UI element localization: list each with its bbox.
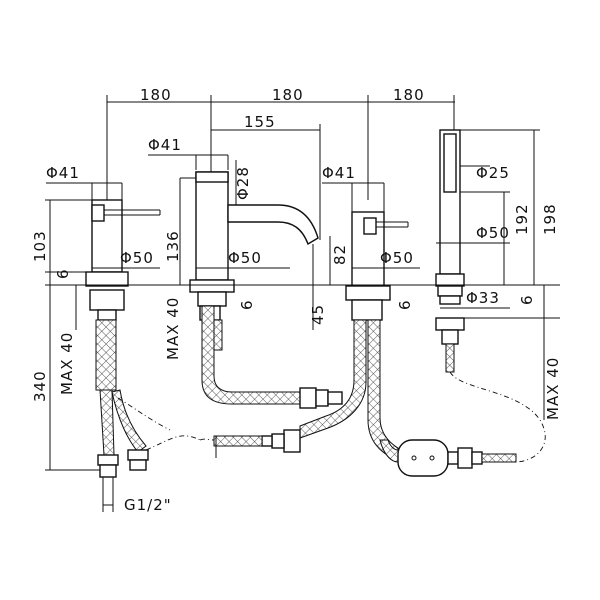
left-vertical-dimensions: 103 6 340 MAX 40 (31, 199, 100, 471)
dim-192: 192 (513, 203, 531, 235)
dim-6-shower: 6 (518, 294, 536, 305)
hand-shower: Φ25 192 198 Φ50 Φ33 6 MAX 40 (379, 129, 562, 477)
dim-82: 82 (331, 244, 349, 265)
dim-g12: G1/2" (124, 496, 172, 514)
dim-phi50-shower: Φ50 (476, 224, 510, 242)
dim-6-left: 6 (54, 268, 72, 279)
dim-phi41-left: Φ41 (46, 164, 80, 182)
dim-340: 340 (31, 370, 49, 402)
dim-phi50-center: Φ50 (228, 249, 262, 267)
left-mixer: Φ41 G1/2" Φ50 (46, 164, 201, 514)
dim-6-center: 6 (238, 299, 256, 310)
right-mixer: Φ41 Φ50 6 (199, 164, 420, 461)
dim-phi28: Φ28 (234, 166, 252, 200)
dim-max40-right: MAX 40 (544, 357, 562, 420)
dim-max40-center: MAX 40 (164, 297, 182, 360)
dim-phi50-left: Φ50 (120, 249, 154, 267)
dim-180-left: 180 (140, 86, 172, 104)
dim-45: 45 (309, 304, 327, 325)
dim-136: 136 (164, 230, 182, 262)
dim-max40-left: MAX 40 (58, 332, 76, 395)
dim-6-right: 6 (396, 299, 414, 310)
dim-103: 103 (31, 230, 49, 262)
dim-phi25: Φ25 (476, 164, 510, 182)
dim-phi33: Φ33 (466, 289, 500, 307)
center-spout: Φ41 Φ28 136 Φ50 6 45 82 MAX 40 (148, 136, 349, 409)
dim-180-right: 180 (393, 86, 425, 104)
dim-phi50-right: Φ50 (380, 249, 414, 267)
dim-phi41-center: Φ41 (148, 136, 182, 154)
dim-180-middle: 180 (272, 86, 304, 104)
dim-198: 198 (541, 203, 559, 235)
top-dimensions: 180 180 180 155 (106, 86, 455, 240)
dim-155: 155 (244, 113, 276, 131)
dim-phi41-right: Φ41 (322, 164, 356, 182)
